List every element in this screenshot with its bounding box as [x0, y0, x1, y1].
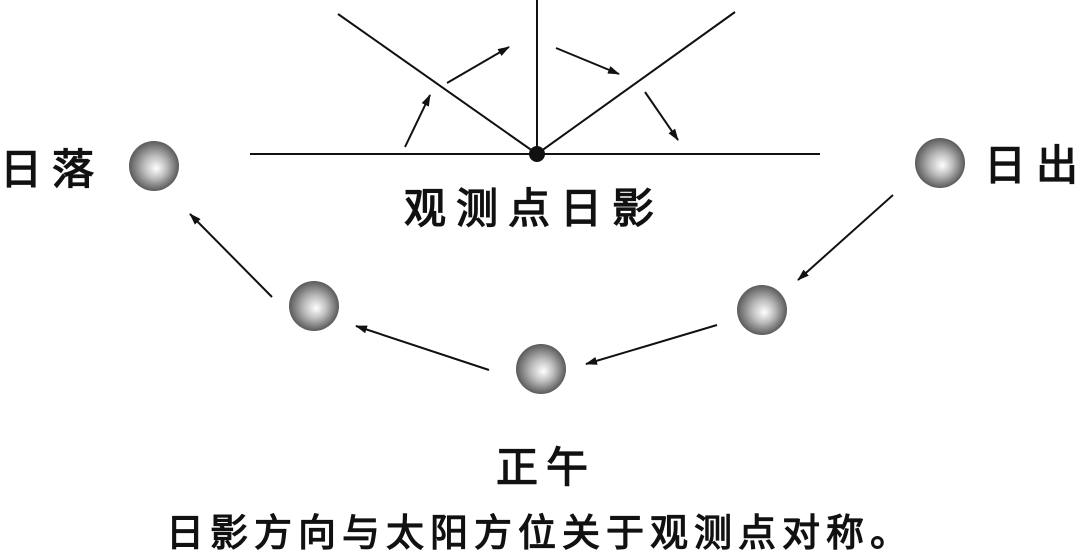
caption: 日影方向与太阳方位关于观测点对称。 — [166, 511, 914, 555]
shadow-arrow-1 — [404, 94, 431, 148]
sun-noon — [516, 344, 566, 394]
sun-arrow-afternoon-to-sunset — [189, 213, 273, 298]
shadow-arrow-3 — [555, 47, 620, 75]
sun-arrow-noon-to-afternoon — [355, 325, 490, 371]
shadow-arrow-4 — [644, 91, 679, 141]
label-sunrise: 日出 — [984, 141, 1080, 190]
shadow-arrow-2 — [446, 46, 510, 84]
shadow-line-right — [536, 11, 736, 155]
sun-sunrise — [915, 138, 965, 188]
sun-path-group: 日落 日出 正午 — [0, 138, 1080, 492]
sun-arrow-sunrise-to-morning — [797, 194, 894, 281]
label-sunset: 日落 — [0, 145, 104, 194]
sun-afternoon — [289, 281, 339, 331]
observation-point-group: 观测点日影 — [250, 0, 820, 233]
observation-point-dot — [529, 146, 545, 162]
shadow-line-left — [337, 13, 538, 155]
sun-arrow-morning-to-noon — [585, 324, 718, 365]
shadow-title: 观测点日影 — [404, 184, 664, 233]
sun-sunset — [129, 141, 179, 191]
label-noon: 正午 — [496, 443, 596, 492]
sun-morning — [737, 285, 787, 335]
